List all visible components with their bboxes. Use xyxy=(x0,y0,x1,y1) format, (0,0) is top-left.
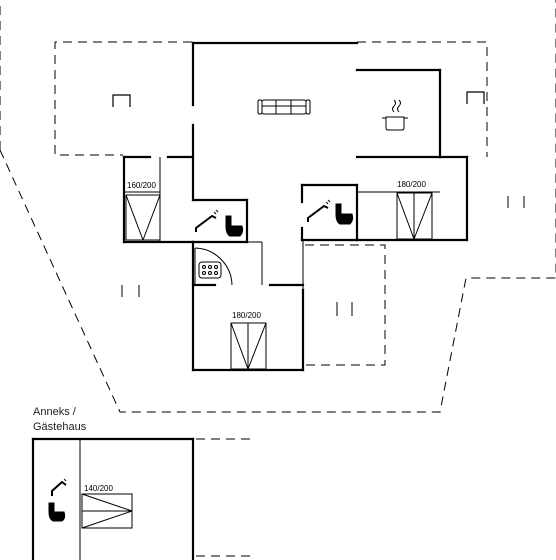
toilet-icon-2 xyxy=(335,203,354,225)
shower-icon xyxy=(195,209,219,232)
annex-walls xyxy=(31,437,195,560)
sofa-icon xyxy=(257,99,311,115)
bed-2 xyxy=(396,192,433,240)
toilet-icon-3 xyxy=(48,502,66,522)
cooking-pot-icon xyxy=(382,99,408,131)
chair-icon xyxy=(112,91,485,107)
bed-1 xyxy=(125,194,161,241)
annex-label: Anneks / Gästehaus xyxy=(33,405,86,435)
bed-2-label: 180/200 xyxy=(397,180,426,189)
toilet-icon xyxy=(225,215,244,237)
bed-3 xyxy=(230,322,267,370)
annex-label-line-1: Anneks / xyxy=(33,406,76,418)
bed-1-label: 160/200 xyxy=(127,181,156,190)
bed-4-label: 140/200 xyxy=(84,484,113,493)
tick-marks xyxy=(121,196,525,316)
sauna-heater-icon xyxy=(198,261,222,279)
annex-terrace xyxy=(196,438,252,557)
bed-4 xyxy=(81,493,133,529)
thin-walls xyxy=(124,157,440,290)
shower-icon-3 xyxy=(51,478,67,496)
upper-terraces xyxy=(54,41,488,366)
main-walls xyxy=(122,41,469,372)
annex-label-line-2: Gästehaus xyxy=(33,421,87,433)
bed-3-label: 180/200 xyxy=(232,311,261,320)
terrace-outline xyxy=(0,0,556,413)
shower-icon-2 xyxy=(307,199,331,222)
